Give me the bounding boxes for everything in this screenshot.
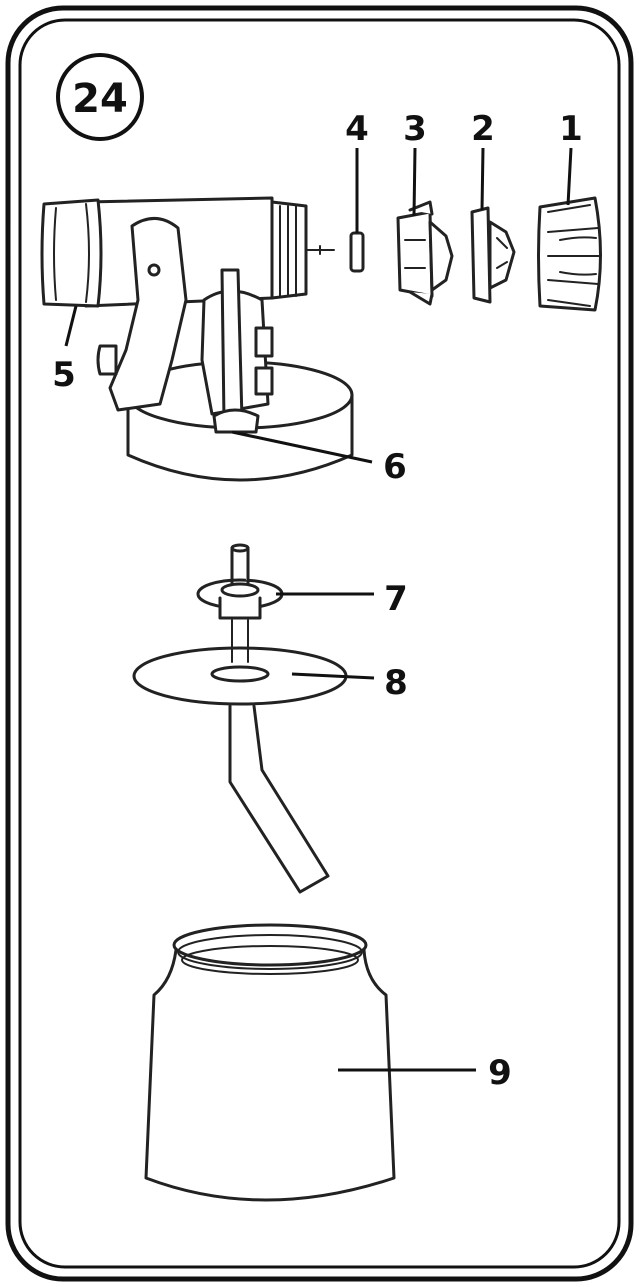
part-container [144, 923, 396, 1202]
step-number: 24 [72, 76, 128, 122]
part-air-cap [470, 206, 516, 304]
callout-2: 2 [471, 109, 495, 149]
part-washer [196, 578, 284, 620]
callout-labels: 1 2 3 4 5 6 7 8 9 [52, 109, 583, 1093]
callout-8: 8 [384, 663, 408, 703]
part-suction-tube [228, 543, 330, 894]
callout-5: 5 [52, 355, 76, 395]
spray-gun-body [40, 196, 354, 482]
callout-7: 7 [384, 579, 408, 619]
diagram-frame [5, 5, 634, 1282]
callout-9: 9 [488, 1053, 512, 1093]
part-needle-seal [349, 231, 365, 273]
callout-3: 3 [403, 109, 427, 149]
callout-4: 4 [345, 109, 369, 149]
leader-lines [64, 147, 573, 1072]
part-cap-nut [537, 196, 602, 312]
callout-1: 1 [559, 109, 583, 149]
callout-6: 6 [383, 447, 407, 487]
part-nozzle [396, 200, 454, 306]
step-badge: 24 [56, 53, 144, 141]
